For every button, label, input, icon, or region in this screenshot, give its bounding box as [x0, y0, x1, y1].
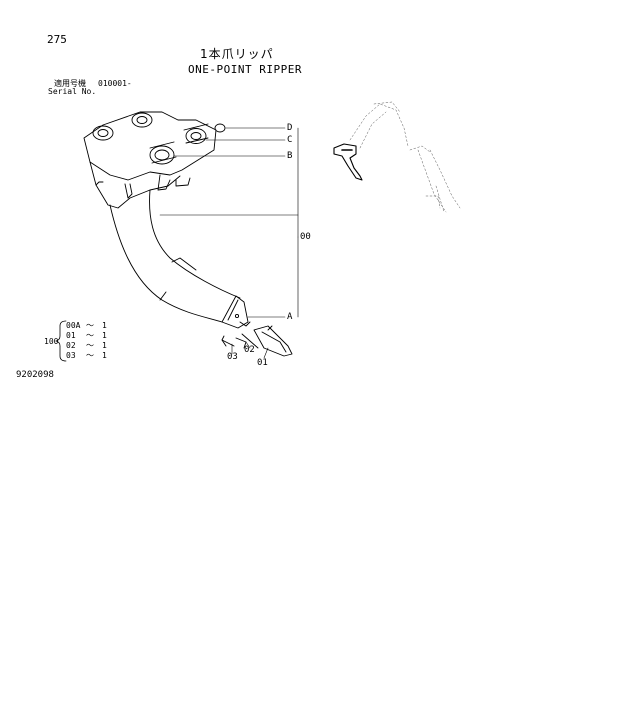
serial-value: 010001-	[98, 79, 132, 88]
title-english: ONE-POINT RIPPER	[188, 63, 302, 76]
kit-part: 01	[66, 331, 76, 340]
kit-qty: 1	[102, 331, 107, 340]
kit-part: 00A	[66, 321, 81, 330]
kit-separator: ～	[86, 351, 94, 360]
kit-brace	[55, 320, 67, 362]
page-number: 275	[47, 33, 67, 46]
kit-separator: ～	[86, 341, 94, 350]
serial-label-japanese: 適用号機	[54, 79, 86, 88]
callout-03: 03	[227, 352, 238, 362]
figure-code: 9202098	[16, 370, 54, 380]
kit-qty: 1	[102, 341, 107, 350]
title-japanese: 1本爪リッパ	[200, 47, 274, 61]
kit-qty: 1	[102, 321, 107, 330]
kit-part: 03	[66, 351, 76, 360]
callout-leaders	[159, 127, 299, 359]
machine-location-sketch	[333, 101, 461, 213]
callout-d: D	[287, 123, 293, 133]
kit-separator: ～	[86, 321, 94, 330]
callout-02: 02	[244, 345, 255, 355]
callout-b: B	[287, 151, 293, 161]
kit-qty: 1	[102, 351, 107, 360]
kit-group-number: 100	[44, 337, 59, 346]
callout-c: C	[287, 135, 293, 145]
callout-a: A	[287, 312, 293, 322]
serial-label-english: Serial No.	[48, 87, 97, 96]
callout-01: 01	[257, 358, 268, 368]
exploded-tooth-parts	[221, 325, 293, 357]
ripper-shank	[109, 189, 241, 323]
ripper-bracket	[83, 111, 226, 209]
kit-separator: ～	[86, 331, 94, 340]
ripper-point	[221, 295, 251, 329]
kit-part: 02	[66, 341, 76, 350]
callout-00: 00	[300, 232, 311, 242]
